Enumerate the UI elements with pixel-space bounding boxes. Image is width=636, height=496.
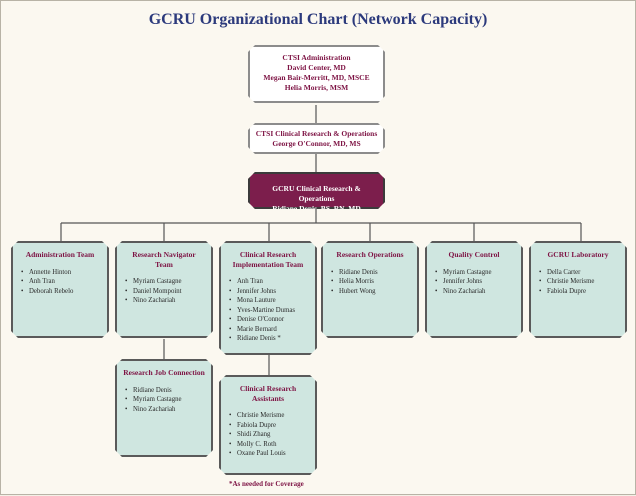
- member-list: Myriam Castagne Jennifer Johns Nino Zach…: [433, 268, 515, 297]
- member-item: Helia Morris: [339, 277, 411, 287]
- gcru-clinical-research-box: GCRU Clinical Research & Operations Ridi…: [248, 172, 385, 209]
- member-item: Nino Zachariah: [133, 296, 205, 306]
- member-item: Ridiane Denis: [133, 386, 205, 396]
- member-item: Jennifer Johns: [443, 277, 515, 287]
- team-title: Quality Control: [448, 250, 500, 259]
- box-line: Helia Morris, MSM: [284, 83, 349, 92]
- member-item: Deborah Rebelo: [29, 287, 101, 297]
- team-clinical-research-assistants: Clinical Research Assistants Christie Me…: [219, 375, 317, 475]
- team-research-job-connection: Research Job Connection Ridiane Denis My…: [115, 359, 213, 457]
- team-research-navigator: Research Navigator Team Myriam Castagne …: [115, 241, 213, 338]
- member-item: Shidi Zhang: [237, 430, 309, 440]
- member-item: Anh Tran: [237, 277, 309, 287]
- box-line: Ridiane Denis, BS, RN, MD: [272, 204, 361, 213]
- box-line: David Center, MD: [287, 63, 346, 72]
- member-item: Nino Zachariah: [443, 287, 515, 297]
- team-title: Clinical Research Assistants: [239, 384, 297, 403]
- team-title: GCRU Laboratory: [547, 250, 609, 259]
- member-item: Myriam Castagne: [133, 277, 205, 287]
- member-list: Myriam Castagne Daniel Mompoint Nino Zac…: [123, 277, 205, 306]
- member-item: Nino Zachariah: [133, 405, 205, 415]
- member-item: Della Carter: [547, 268, 619, 278]
- team-title: Research Navigator Team: [132, 250, 196, 269]
- team-title: Clinical Research Implementation Team: [232, 250, 304, 269]
- box-line: CTSI Administration: [282, 53, 351, 62]
- ctsi-clinical-research-box: CTSI Clinical Research & Operations Geor…: [248, 123, 385, 154]
- member-item: Hubert Wong: [339, 287, 411, 297]
- member-item: Myriam Castagne: [133, 395, 205, 405]
- team-research-operations: Research Operations Ridiane Denis Helia …: [321, 241, 419, 338]
- ctsi-administration-box: CTSI Administration David Center, MD Meg…: [248, 45, 385, 103]
- member-item: Denise O'Connor: [237, 315, 309, 325]
- member-item: Marie Bernard: [237, 325, 309, 335]
- team-title: Research Job Connection: [123, 368, 205, 377]
- team-quality-control: Quality Control Myriam Castagne Jennifer…: [425, 241, 523, 338]
- member-item: Oxane Paul Louis: [237, 449, 309, 459]
- team-title: Research Operations: [336, 250, 404, 259]
- team-title: Administration Team: [25, 250, 95, 259]
- box-line: George O'Connor, MD, MS: [272, 139, 361, 148]
- box-line: GCRU Clinical Research & Operations: [272, 184, 361, 203]
- member-list: Christie Merisme Fabiola Dupre Shidi Zha…: [227, 411, 309, 459]
- chart-title: GCRU Organizational Chart (Network Capac…: [148, 11, 488, 28]
- member-item: Mona Lauture: [237, 296, 309, 306]
- team-clinical-research-implementation: Clinical Research Implementation Team An…: [219, 241, 317, 355]
- coverage-footnote: *As needed for Coverage: [229, 480, 304, 488]
- team-gcru-laboratory: GCRU Laboratory Della Carter Christie Me…: [529, 241, 627, 338]
- box-line: CTSI Clinical Research & Operations: [255, 129, 378, 138]
- member-item: Christie Merisme: [547, 277, 619, 287]
- member-list: Anh Tran Jennifer Johns Mona Lauture Yve…: [227, 277, 309, 344]
- member-item: Anh Tran: [29, 277, 101, 287]
- member-item: Jennifer Johns: [237, 287, 309, 297]
- member-item: Ridiane Denis *: [237, 334, 309, 344]
- team-administration: Administration Team Annette Hinton Anh T…: [11, 241, 109, 338]
- member-item: Fabiola Dupre: [237, 421, 309, 431]
- member-item: Myriam Castagne: [443, 268, 515, 278]
- member-list: Ridiane Denis Myriam Castagne Nino Zacha…: [123, 386, 205, 415]
- member-item: Yves-Martine Dumas: [237, 306, 309, 316]
- member-list: Annette Hinton Anh Tran Deborah Rebelo: [19, 268, 101, 297]
- member-list: Ridiane Denis Helia Morris Hubert Wong: [329, 268, 411, 297]
- member-item: Christie Merisme: [237, 411, 309, 421]
- member-item: Fabiola Dupre: [547, 287, 619, 297]
- box-line: Megan Bair-Merritt, MD, MSCE: [263, 73, 370, 82]
- member-list: Della Carter Christie Merisme Fabiola Du…: [537, 268, 619, 297]
- member-item: Ridiane Denis: [339, 268, 411, 278]
- member-item: Molly C. Roth: [237, 440, 309, 450]
- member-item: Annette Hinton: [29, 268, 101, 278]
- member-item: Daniel Mompoint: [133, 287, 205, 297]
